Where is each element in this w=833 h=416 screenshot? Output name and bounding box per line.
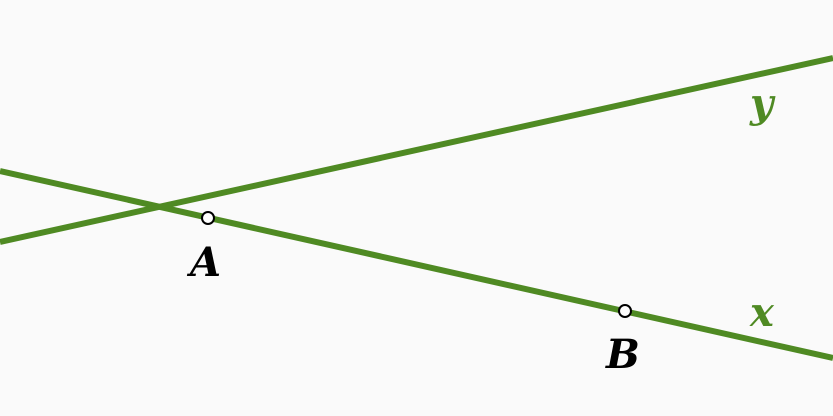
line-y (0, 55, 833, 245)
point-b (618, 304, 632, 318)
line-x (0, 168, 833, 361)
point-a-label: A (186, 239, 221, 286)
point-b-label: B (605, 331, 640, 378)
point-a (201, 211, 215, 225)
line-x-label: x (749, 289, 775, 336)
line-y-label: y (749, 80, 776, 127)
